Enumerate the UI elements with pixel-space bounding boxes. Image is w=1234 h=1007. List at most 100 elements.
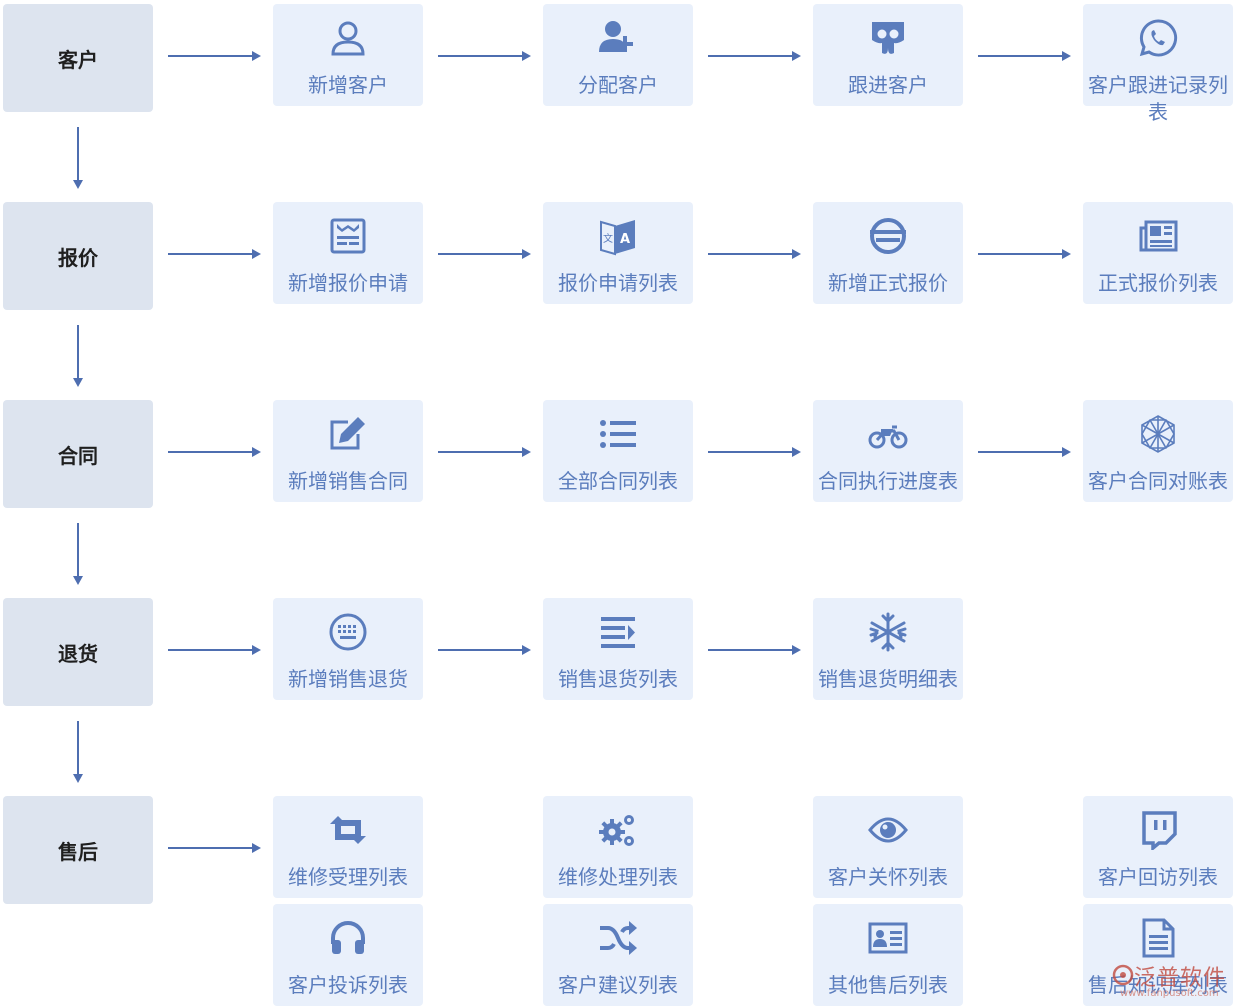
arrow-down (72, 721, 84, 783)
node-label: 维修受理列表 (288, 865, 408, 889)
list-icon (598, 414, 638, 454)
node-label: 客户回访列表 (1098, 865, 1218, 889)
watermark-url: www.fanpusoft.com (1120, 988, 1219, 999)
node-add-formal-quote[interactable]: 新增正式报价 (813, 202, 963, 304)
node-label: 新增正式报价 (828, 271, 948, 295)
arrow-right (708, 50, 801, 62)
svg-text:文: 文 (603, 232, 613, 245)
node-label: 全部合同列表 (558, 469, 678, 493)
node-label: 分配客户 (578, 73, 658, 97)
node-suggestion-list[interactable]: 客户建议列表 (543, 904, 693, 1006)
node-follow-customer[interactable]: 跟进客户 (813, 4, 963, 106)
arrow-right (978, 50, 1071, 62)
node-knowledge-base-list[interactable]: 售后知识库列表 (1083, 904, 1233, 1006)
arrow-right (708, 248, 801, 260)
gears-icon (598, 810, 638, 850)
arrow-right (168, 842, 261, 854)
arrow-right (708, 446, 801, 458)
node-add-sales-return[interactable]: 新增销售退货 (273, 598, 423, 700)
node-label: 售后知识库列表 (1088, 973, 1228, 997)
eye-icon (868, 810, 908, 850)
stage-label: 客户 (58, 47, 98, 72)
user-plus-icon (598, 18, 638, 58)
node-add-sales-contract[interactable]: 新增销售合同 (273, 400, 423, 502)
arrow-right (438, 644, 531, 656)
stage-after-sales[interactable]: 售后 (3, 796, 153, 904)
stage-label: 退货 (58, 641, 98, 666)
stage-customer[interactable]: 客户 (3, 4, 153, 112)
node-label: 维修处理列表 (558, 865, 678, 889)
arrow-down (72, 325, 84, 387)
arrow-right (168, 644, 261, 656)
whatsapp-icon (1138, 18, 1178, 58)
stage-label: 售后 (58, 839, 98, 864)
arrow-right (168, 248, 261, 260)
node-all-contracts-list[interactable]: 全部合同列表 (543, 400, 693, 502)
hexagon-mesh-icon (1138, 414, 1178, 454)
node-sales-return-detail[interactable]: 销售退货明细表 (813, 598, 963, 700)
headphones-icon (328, 918, 368, 958)
node-repair-process-list[interactable]: 维修处理列表 (543, 796, 693, 898)
stage-quotation[interactable]: 报价 (3, 202, 153, 310)
node-customer-care-list[interactable]: 客户关怀列表 (813, 796, 963, 898)
slideshare-icon (868, 18, 908, 58)
node-sales-return-list[interactable]: 销售退货列表 (543, 598, 693, 700)
arrow-down (72, 127, 84, 189)
arrow-right (708, 644, 801, 656)
node-customer-revisit-list[interactable]: 客户回访列表 (1083, 796, 1233, 898)
node-contract-progress[interactable]: 合同执行进度表 (813, 400, 963, 502)
watermark-text: 泛普软件 (1134, 966, 1227, 991)
id-card-icon (868, 918, 908, 958)
list-indent-icon (598, 612, 638, 652)
globe-circle-icon (868, 216, 908, 256)
user-icon (328, 18, 368, 58)
node-label: 客户合同对账表 (1088, 469, 1228, 493)
node-formal-quote-list[interactable]: 正式报价列表 (1083, 202, 1233, 304)
retweet-icon (328, 810, 368, 850)
node-label: 正式报价列表 (1098, 271, 1218, 295)
node-label: 客户投诉列表 (288, 973, 408, 997)
stage-contract[interactable]: 合同 (3, 400, 153, 508)
node-repair-accept-list[interactable]: 维修受理列表 (273, 796, 423, 898)
newspaper-form-icon (328, 216, 368, 256)
stage-label: 报价 (58, 245, 98, 270)
node-label: 其他售后列表 (828, 973, 948, 997)
document-icon (1138, 918, 1178, 958)
node-label: 报价申请列表 (558, 271, 678, 295)
newspaper-icon (1138, 216, 1178, 256)
node-complaint-list[interactable]: 客户投诉列表 (273, 904, 423, 1006)
node-follow-record-list[interactable]: 客户跟进记录列表 (1083, 4, 1233, 124)
arrow-right (168, 446, 261, 458)
node-label: 客户建议列表 (558, 973, 678, 997)
node-label: 跟进客户 (848, 73, 928, 97)
arrow-right (978, 446, 1071, 458)
brand-logo-icon (1112, 964, 1134, 986)
snowflake-icon (868, 612, 908, 652)
edit-icon (328, 414, 368, 454)
node-assign-customer[interactable]: 分配客户 (543, 4, 693, 106)
node-label: 新增客户 (308, 73, 388, 97)
motorcycle-icon (868, 414, 908, 454)
node-label: 客户关怀列表 (828, 865, 948, 889)
watermark: 泛普软件 www.fanpusoft.com (1112, 960, 1232, 1004)
arrow-right (978, 248, 1071, 260)
stage-return[interactable]: 退货 (3, 598, 153, 706)
node-add-customer[interactable]: 新增客户 (273, 4, 423, 106)
stage-label: 合同 (58, 443, 98, 468)
node-label: 新增销售合同 (288, 469, 408, 493)
node-other-after-sales-list[interactable]: 其他售后列表 (813, 904, 963, 1006)
arrow-right (438, 446, 531, 458)
arrow-down (72, 523, 84, 585)
arrow-right (438, 50, 531, 62)
node-label: 合同执行进度表 (818, 469, 958, 493)
node-label: 新增报价申请 (288, 271, 408, 295)
node-label: 销售退货明细表 (818, 667, 958, 691)
node-add-quote-request[interactable]: 新增报价申请 (273, 202, 423, 304)
node-contract-reconciliation[interactable]: 客户合同对账表 (1083, 400, 1233, 502)
svg-text:A: A (620, 232, 630, 247)
arrow-right (168, 50, 261, 62)
shuffle-icon (598, 918, 638, 958)
